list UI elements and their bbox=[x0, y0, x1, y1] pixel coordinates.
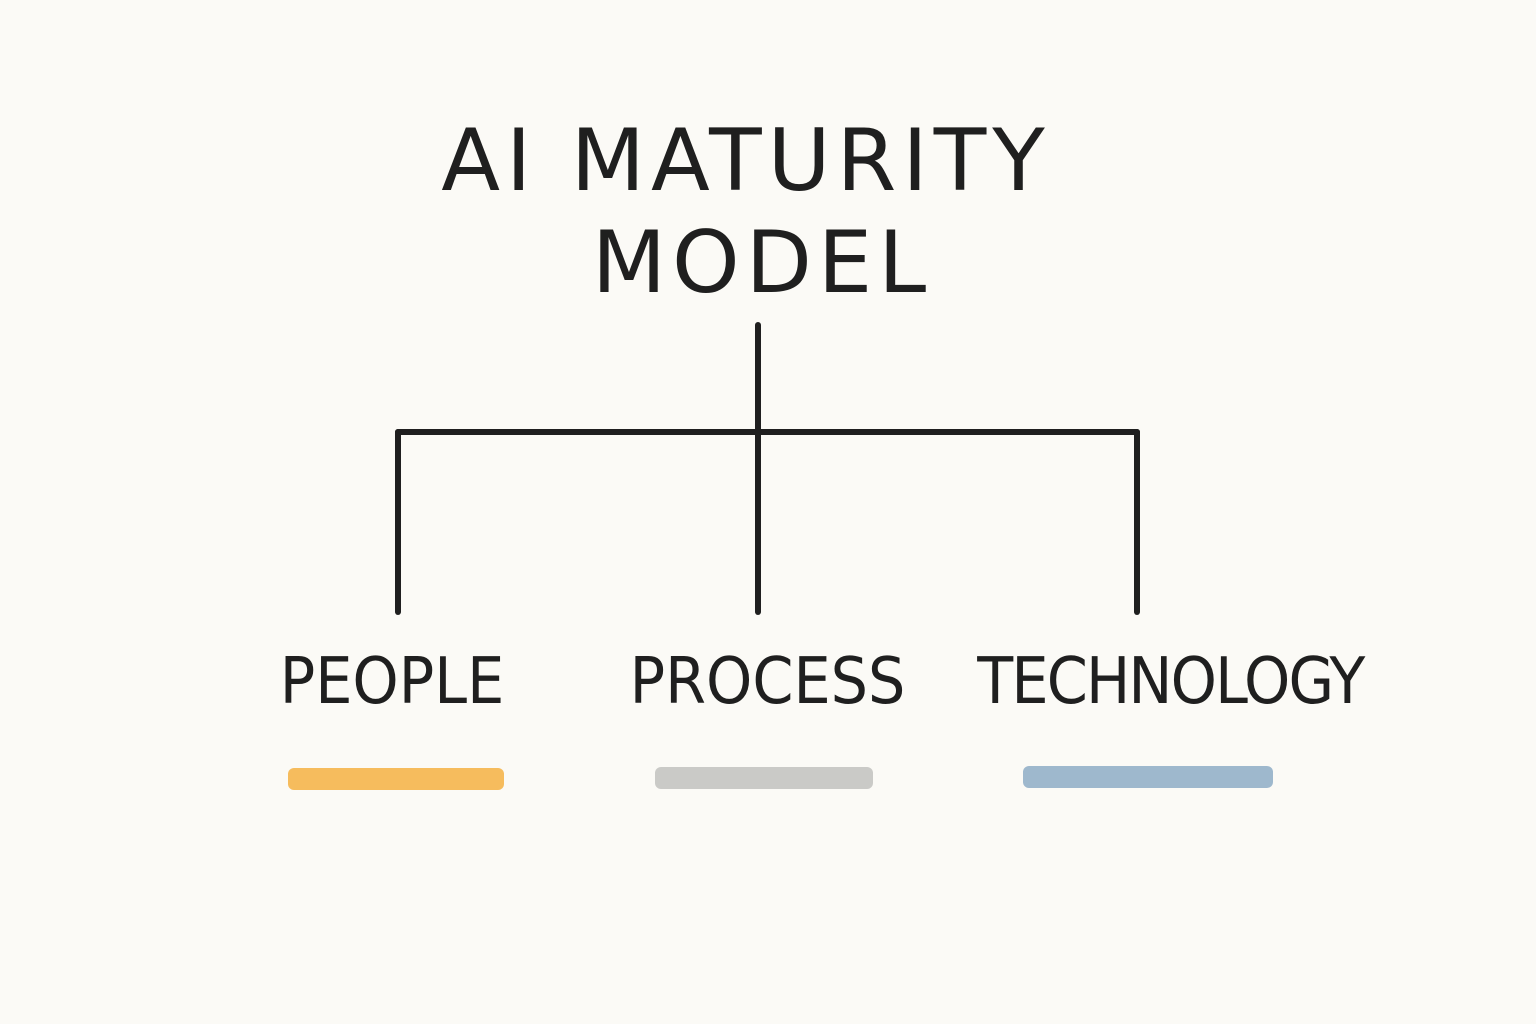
diagram-title-line-1: AI MATURITY bbox=[441, 111, 1051, 211]
branch-label-process: PROCESS bbox=[629, 645, 906, 719]
underline-people bbox=[288, 768, 504, 790]
branch-label-technology: TECHNOLOGY bbox=[977, 645, 1365, 719]
diagram-title-line-2: MODEL bbox=[591, 213, 933, 313]
underline-technology bbox=[1023, 766, 1273, 788]
branch-label-people: PEOPLE bbox=[279, 645, 505, 719]
underline-process bbox=[655, 767, 873, 789]
